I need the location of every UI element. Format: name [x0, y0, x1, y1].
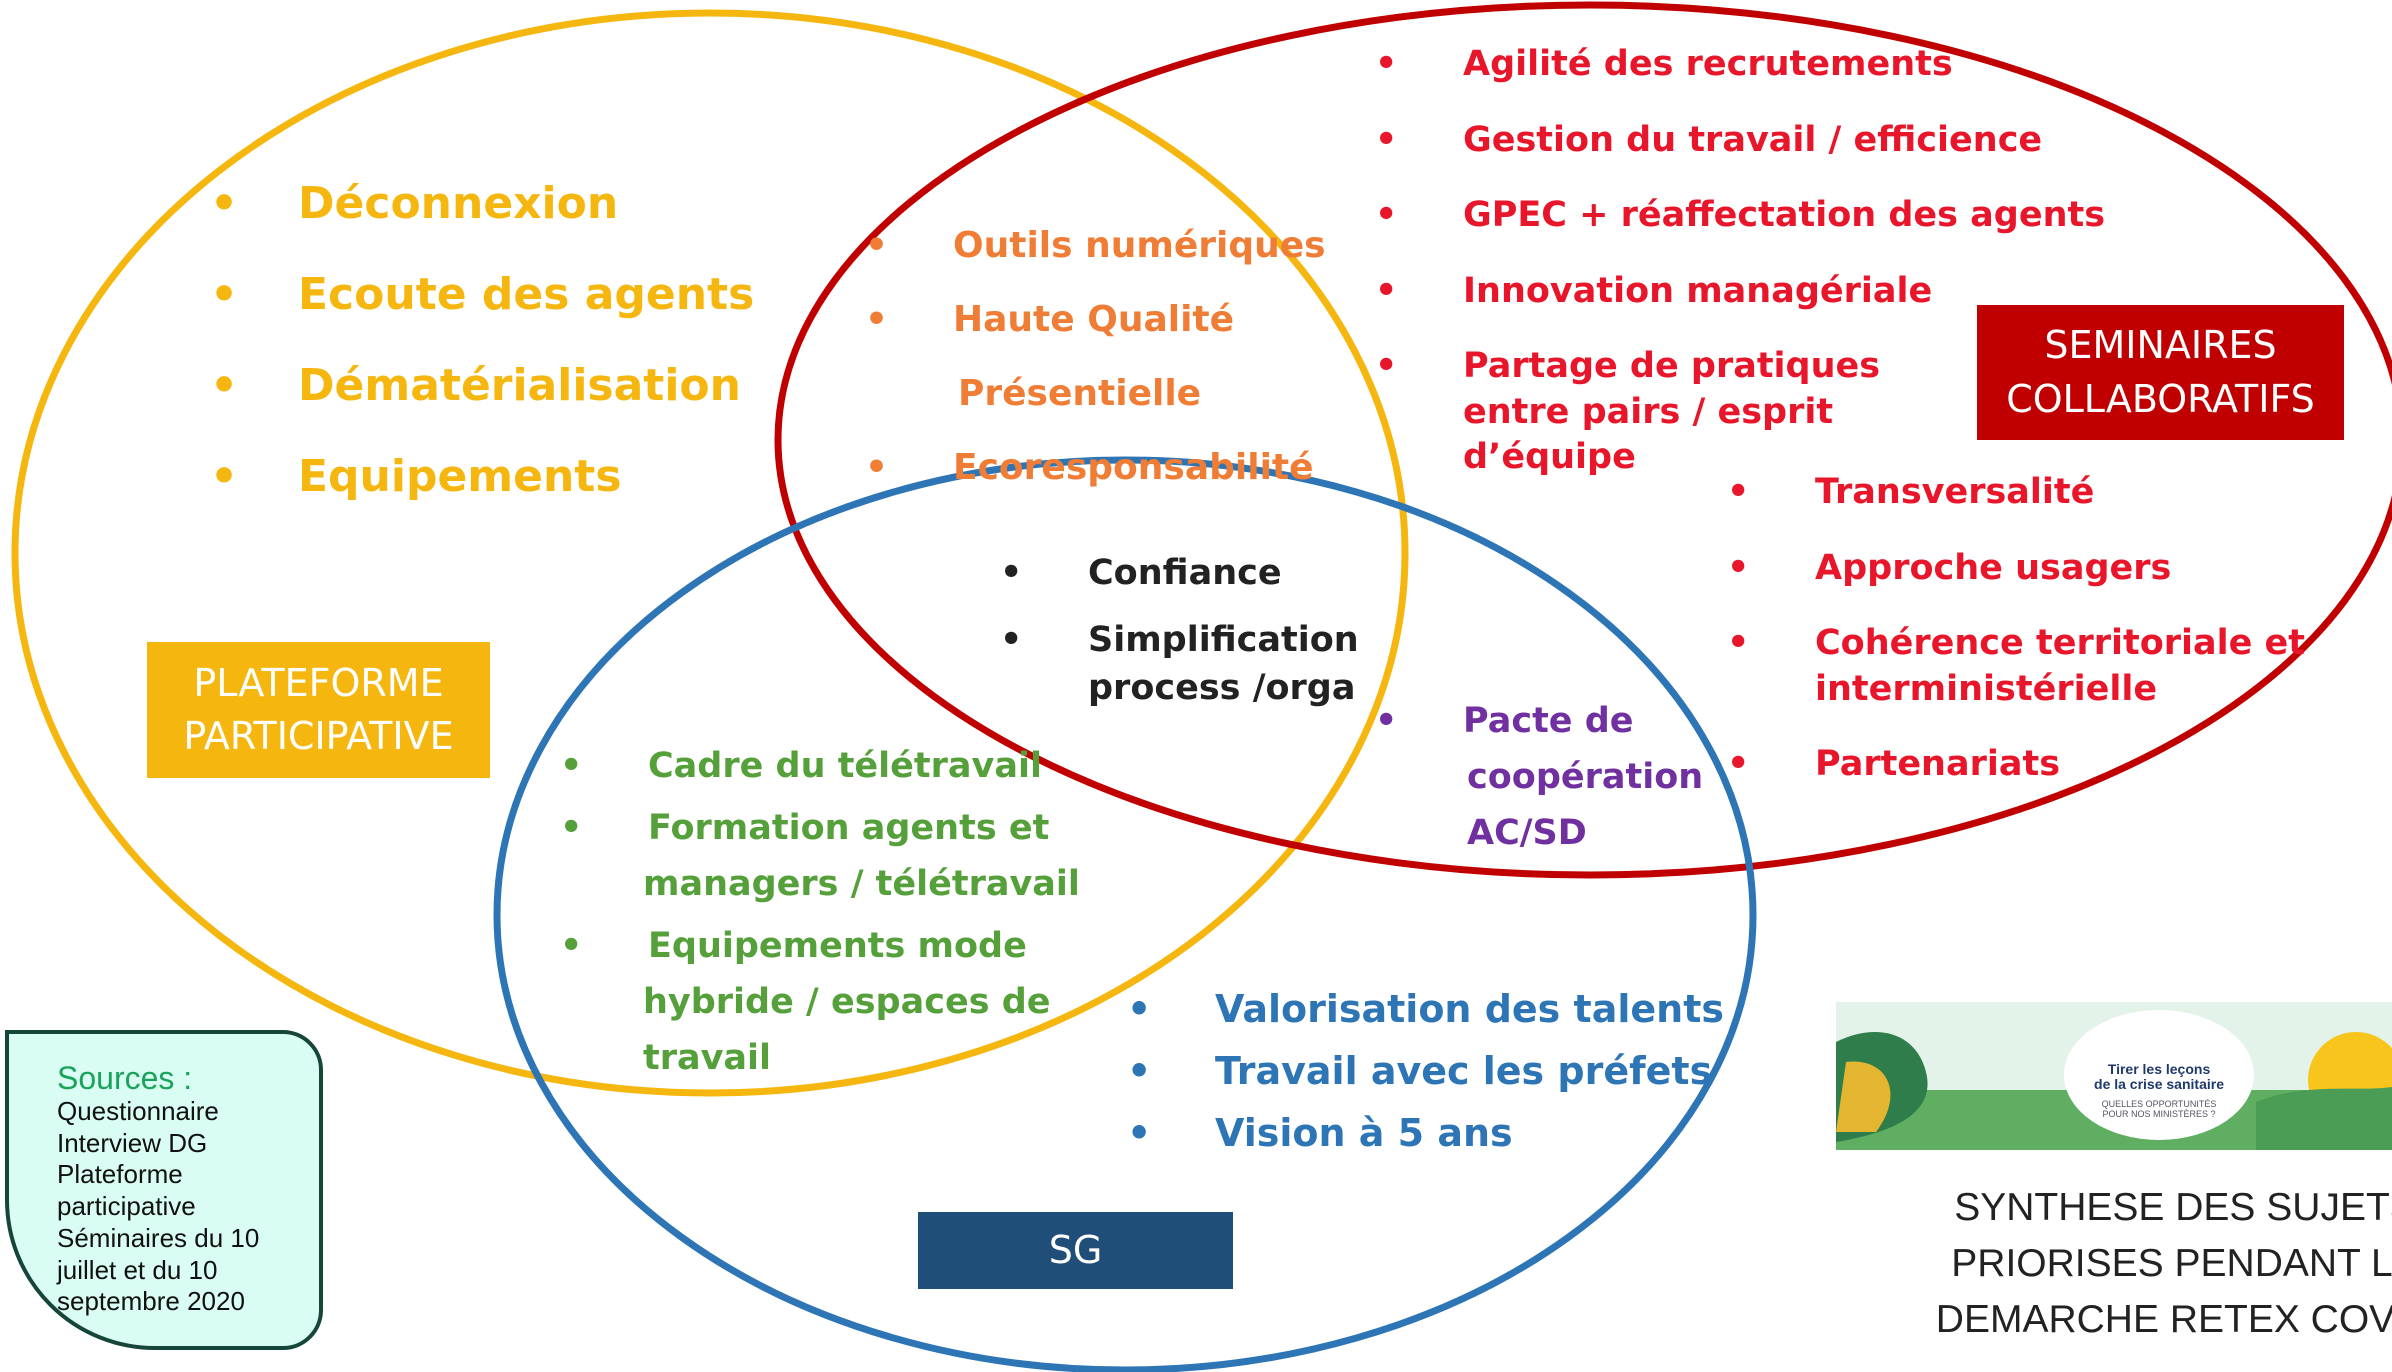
list-item: Cohérence territoriale et interministéri…: [1727, 621, 2305, 712]
list-item: Approche usagers: [1727, 546, 2305, 592]
sources-line: Questionnaire: [57, 1096, 219, 1126]
list-item: Agilité des recrutements: [1375, 42, 2105, 88]
badge-title: Tirer les leçons de la crise sanitaire: [2094, 1061, 2224, 1093]
list-item: Gestion du travail / efficience: [1375, 118, 2105, 164]
overlap-plateforme-seminaires: Outils numériques Haute Qualité Présenti…: [865, 225, 1326, 521]
list-item: Innovation managériale: [1375, 269, 2105, 315]
badge-subtitle: QUELLES OPPORTUNITÉS POUR NOS MINISTÈRES…: [2101, 1098, 2217, 1120]
list-item: hybride / espaces de: [643, 982, 1051, 1022]
list-item: Cadre du télétravail: [560, 738, 1080, 794]
seminaires-items-top: Agilité des recrutements Gestion du trav…: [1375, 42, 2105, 511]
list-item: Partage de pratiques entre pairs / espri…: [1375, 344, 1953, 481]
list-item: Valorisation des talents: [1127, 987, 1724, 1031]
list-item: travail: [643, 1038, 772, 1078]
sources-line: Interview DG: [57, 1127, 208, 1158]
list-item: Formation agents et: [560, 800, 1080, 856]
list-item: Ecoresponsabilité: [865, 447, 1326, 488]
sources-box: Sources : Questionnaire Interview DG Pla…: [5, 1030, 323, 1350]
list-item: Equipements: [210, 451, 754, 502]
synthese-title: SYNTHESE DES SUJETS PRIORISES PENDANT LA…: [1925, 1180, 2392, 1348]
sg-label: SG: [918, 1212, 1233, 1289]
list-item: Pacte de: [1375, 693, 1703, 749]
list-item: Présentielle: [958, 373, 1202, 414]
sources-list: Questionnaire Interview DG Plateforme pa…: [57, 1096, 307, 1318]
sources-line: Plateforme participative: [57, 1159, 196, 1222]
list-item: GPEC + réaffectation des agents: [1375, 193, 2105, 239]
plateforme-circle: [11, 9, 1409, 1097]
seminaires-items-bottom: Transversalité Approche usagers Cohérenc…: [1727, 470, 2305, 818]
plateforme-items: Déconnexion Ecoute des agents Dématérial…: [210, 178, 754, 542]
overlap-seminaires-sg: Pacte de coopération AC/SD: [1375, 693, 1703, 861]
list-item: managers / télétravail: [643, 864, 1080, 904]
list-item: AC/SD: [1467, 813, 1587, 853]
list-item: Simplification process /orga: [1000, 617, 1359, 712]
list-item: Haute Qualité: [865, 299, 1326, 340]
sources-title: Sources :: [57, 1060, 193, 1096]
synthese-line: PRIORISES PENDANT LA: [1951, 1242, 2392, 1286]
list-item: Equipements mode: [560, 918, 1080, 974]
overlap-all-three: Confiance Simplification process /orga: [1000, 550, 1359, 732]
list-item: Dématérialisation: [210, 360, 754, 411]
sg-items: Valorisation des talents Travail avec le…: [1127, 987, 1724, 1173]
synthese-line: DEMARCHE RETEX COVID: [1935, 1298, 2392, 1342]
overlap-plateforme-sg: Cadre du télétravail Formation agents et…: [560, 738, 1080, 1092]
sources-line: Séminaires du 10 juillet et du 10 septem…: [57, 1222, 260, 1317]
list-item: Partenariats: [1727, 742, 2305, 788]
seminaires-label: SEMINAIRES COLLABORATIFS: [1977, 305, 2344, 440]
retex-banner: Tirer les leçons de la crise sanitaire Q…: [1836, 1002, 2392, 1150]
list-item: Travail avec les préfets: [1127, 1049, 1724, 1093]
list-item: Vision à 5 ans: [1127, 1111, 1724, 1155]
list-item: Ecoute des agents: [210, 269, 754, 320]
plateforme-label: PLATEFORME PARTICIPATIVE: [147, 642, 490, 778]
list-item: Transversalité: [1727, 470, 2305, 516]
list-item: coopération: [1467, 757, 1704, 797]
banner-badge: Tirer les leçons de la crise sanitaire Q…: [2064, 1010, 2254, 1140]
list-item: Outils numériques: [865, 225, 1326, 266]
seminaires-circle: [774, 1, 2392, 879]
list-item: Confiance: [1000, 550, 1358, 598]
list-item: Déconnexion: [210, 178, 754, 229]
synthese-line: SYNTHESE DES SUJETS: [1954, 1186, 2392, 1229]
